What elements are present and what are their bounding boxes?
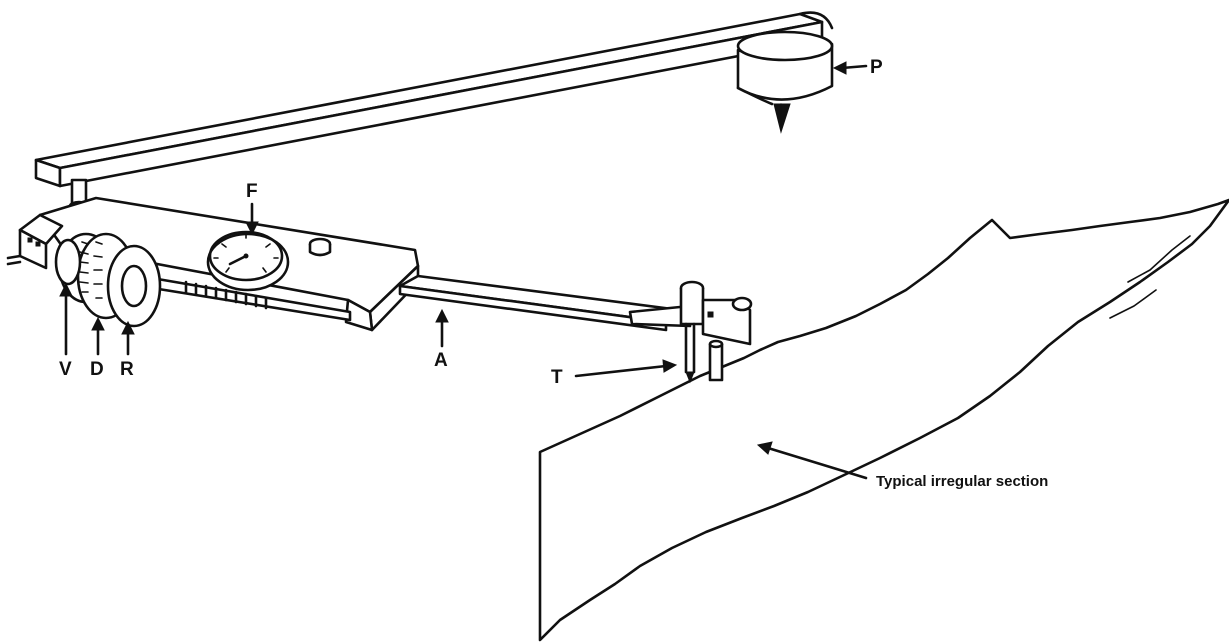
irregular-section-sheet [538,198,1229,642]
label-a-group: A [434,308,449,371]
label-f-group: F [245,181,259,236]
counting-dial [206,230,290,292]
label-d-group: D [90,316,105,380]
label-r: R [120,359,134,380]
tracer-arm [398,274,692,332]
label-d: D [90,359,104,380]
label-p-group: P [832,57,883,78]
label-t-group: T [551,359,678,388]
measuring-wheel [54,232,162,328]
label-p: P [870,57,883,78]
label-r-group: R [120,320,135,380]
pole-weight [736,30,834,134]
label-a: A [434,350,448,371]
label-f: F [246,181,258,202]
tracer-head [679,280,753,384]
caption-group: Typical irregular section [756,441,1048,490]
label-v-group: V [59,282,73,380]
label-v: V [59,359,72,380]
label-t: T [551,367,563,388]
section-caption: Typical irregular section [876,473,1048,490]
pole-arm [34,11,834,188]
